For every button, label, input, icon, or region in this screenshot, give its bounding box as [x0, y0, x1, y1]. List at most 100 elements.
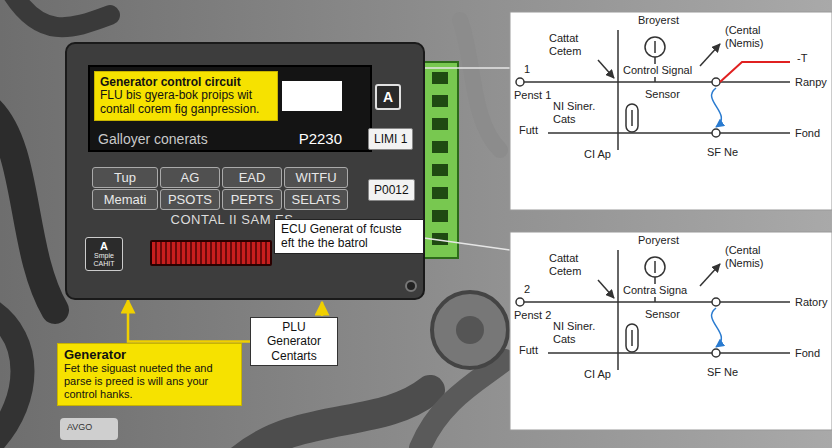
title-label: Generator control circuitFLU bis gyera-b… [94, 71, 278, 121]
schematic-label: Sensor [644, 308, 681, 321]
button-text: Tup [97, 168, 153, 187]
label-body: FLU bis gyera-bok proips wit contall cor… [100, 89, 272, 117]
callout-text: ECU Generat of fcuste eft the the batrol [281, 222, 417, 251]
drawing-part [432, 292, 508, 368]
button-text: PSOTS [165, 190, 215, 209]
function-button: SELATS [284, 189, 348, 210]
drawing-part [720, 132, 790, 134]
schematic-label: (Cental (Nemis) [724, 24, 778, 49]
button-text: EAD [227, 168, 277, 187]
schematic-label: Fond [794, 347, 821, 360]
schematic-label: Futt [518, 124, 539, 137]
drawing-part [240, 390, 430, 448]
part-name: PLU Generator Centarts [256, 320, 332, 363]
callout-number: 2 [523, 283, 531, 296]
button-text: WITFU [289, 168, 343, 187]
drawing-part [654, 41, 656, 53]
drawing-part [0, 310, 23, 440]
drawing-part [425, 67, 510, 69]
schematic-label: Sensor [644, 88, 681, 101]
button-text: PEPTS [227, 190, 277, 209]
ecu-housing: CONTAL II SAM ESGalloyer coneratsP2230Ge… [65, 42, 425, 300]
schematic-label: CI Ap [583, 368, 612, 381]
fuse-letter: A [100, 240, 108, 252]
red-signal-line [720, 62, 790, 82]
function-button: Memati [92, 189, 158, 210]
schematic-label: Penst 1 [513, 89, 552, 102]
green-connector [422, 62, 458, 258]
note-heading: Generator [64, 347, 235, 362]
function-button: EAD [222, 167, 282, 188]
schematic-panels [510, 12, 832, 430]
schematic-label: Ratory [794, 296, 828, 309]
schematic-label: Fond [794, 127, 821, 140]
screw [405, 280, 417, 292]
schematic-label: (Cental (Nemis) [724, 244, 778, 269]
fuse-box: ASmpie CAHIT [85, 237, 123, 271]
function-button: PSOTS [160, 189, 220, 210]
note-box: GeneratorFet the siguast nueted the and … [57, 343, 242, 406]
drawing-part [432, 210, 448, 222]
schematic-label: Control Signal [622, 64, 693, 77]
display-panel: Galloyer coneratsP2230Generator control … [88, 65, 372, 152]
drawing-part [631, 110, 633, 126]
button-text: SELATS [289, 190, 343, 209]
drawing-part [432, 95, 448, 107]
bracket-connector [128, 300, 250, 342]
drawing-part [548, 132, 712, 134]
watermark-text: AVGO [66, 422, 93, 432]
schematic-label: Poryerst [637, 234, 680, 247]
schematic-label: SF Ne [706, 366, 739, 379]
drawing-part [456, 316, 484, 344]
drawing-part [10, 0, 110, 27]
drawing-part [712, 78, 720, 86]
schematic-label: Broyerst [637, 14, 680, 27]
drawing-part [712, 129, 720, 137]
part-label: PLU Generator Centarts [250, 317, 338, 366]
drawing-part [60, 418, 118, 440]
drawing-part [700, 44, 720, 66]
drawing-part [460, 20, 500, 150]
hoses [0, 0, 505, 448]
drawing-part [645, 37, 665, 57]
code-text: LIMI 1 [374, 132, 407, 146]
bracket-branch [321, 302, 324, 316]
drawing-part [424, 238, 510, 250]
schematic-label: NI Siner. Cats [552, 100, 610, 125]
code-text: P0012 [374, 183, 409, 197]
schematic-label: Contra Signa [622, 284, 688, 297]
indicator-box: A [375, 84, 401, 110]
leader-lines [424, 68, 510, 250]
fuse-caption: Smpie CAHIT [87, 252, 121, 267]
schematic-label: Futt [518, 344, 539, 357]
button-text: Memati [97, 190, 153, 209]
drawing-part [626, 104, 638, 132]
drawing-part [422, 62, 458, 258]
code-tag: LIMI 1 [368, 128, 413, 150]
function-button: WITFU [284, 167, 348, 188]
engine-parts [60, 292, 508, 440]
drawing-part [432, 164, 448, 176]
drawing-part [720, 81, 790, 83]
drawing-part [0, 110, 55, 310]
schematic-label: Cattat Cetem [548, 252, 600, 277]
drawing-part [510, 12, 832, 210]
drawing-part [516, 78, 524, 86]
schematic-label: Ranpy [794, 76, 828, 89]
drawing-part [432, 187, 448, 199]
callout-number: 1 [523, 63, 531, 76]
drawing-part [617, 30, 619, 150]
function-button: AG [160, 167, 220, 188]
indicator-letter: A [383, 89, 393, 105]
schematic-label: -T [796, 52, 808, 65]
drawing-part [598, 60, 614, 78]
note-body: Fet the siguast nueted the and parse is … [64, 362, 235, 402]
schematic-label: Penst 2 [513, 309, 552, 322]
drawing-part [712, 88, 722, 127]
drawing-part [510, 232, 832, 430]
label-heading: Generator control circuit [100, 75, 272, 89]
button-text: AG [165, 168, 215, 187]
drawing-part [432, 141, 448, 153]
